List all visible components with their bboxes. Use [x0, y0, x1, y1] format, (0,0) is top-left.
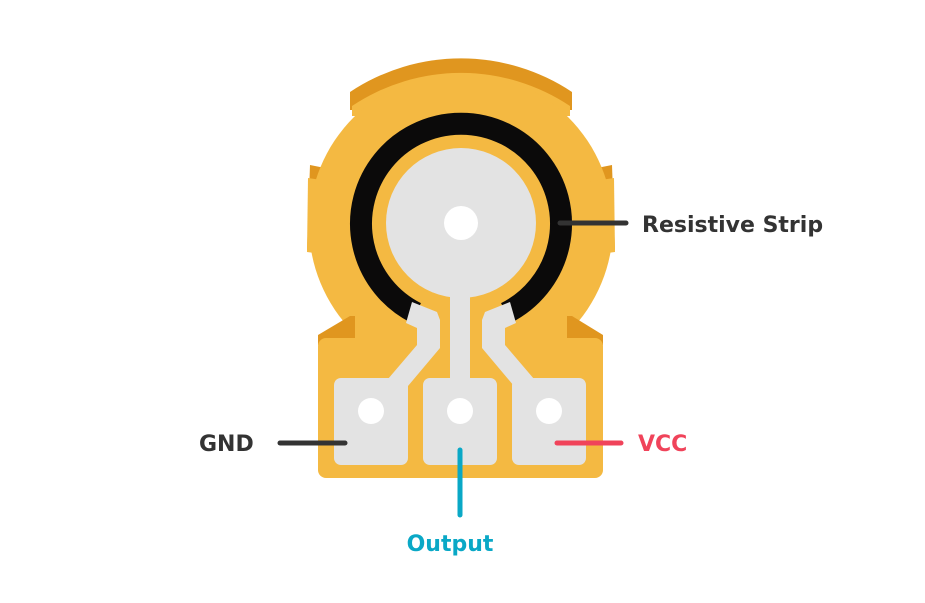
vcc-pad-hole [536, 398, 562, 424]
vcc-label: VCC [638, 432, 687, 457]
gnd-trace [382, 302, 440, 386]
resistive-strip [350, 112, 572, 323]
gnd-label: GND [199, 432, 254, 457]
wiper-trace [450, 285, 470, 385]
callouts [277, 220, 629, 518]
shaft-hole [444, 206, 478, 240]
vcc-trace [482, 302, 540, 386]
side-tab-left-face [307, 178, 335, 255]
gnd-pad-hole [358, 398, 384, 424]
contact-traces [382, 285, 540, 386]
side-tab-right-face [587, 178, 615, 255]
resistive-strip-label: Resistive Strip [642, 213, 823, 238]
output-pad-hole [447, 398, 473, 424]
output-label: Output [407, 532, 494, 557]
